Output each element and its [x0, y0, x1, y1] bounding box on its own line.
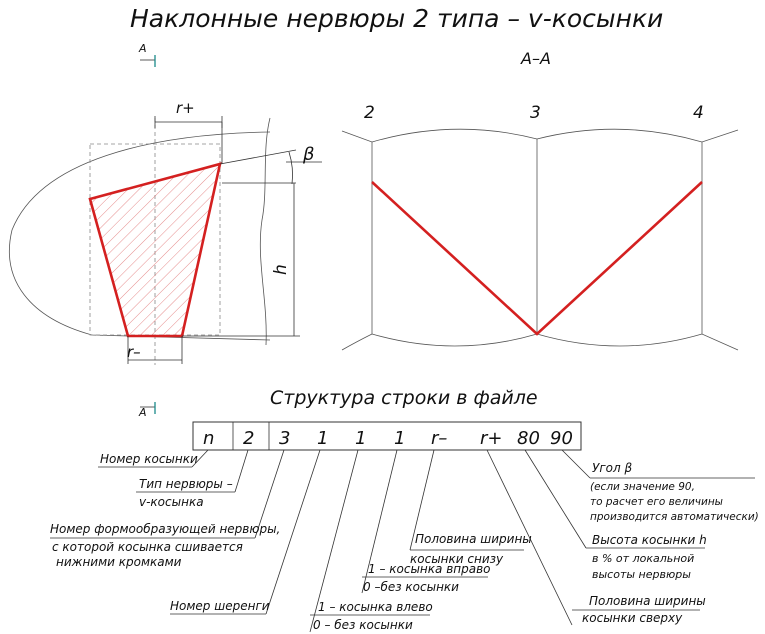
section-view-label: A–A: [520, 49, 551, 68]
rib-number-4: 4: [693, 103, 704, 123]
note-height-1: Высота косынки h: [592, 533, 707, 547]
h-label: h: [271, 264, 291, 275]
left-view: A r+ r–: [9, 42, 322, 365]
field-rib-type: 2: [243, 428, 254, 449]
note-half-top-1: Половина ширины: [589, 594, 706, 608]
dim-beta: β: [219, 144, 322, 185]
field-row-number: 1: [317, 428, 328, 449]
note-left-1: 1 – косынка влево: [318, 600, 433, 614]
note-half-bottom-2: косынки снизу: [410, 552, 504, 566]
section-marker-bottom-label: A: [138, 406, 147, 419]
note-half-top-2: косынки сверху: [582, 611, 683, 625]
section-marker-top: A: [138, 42, 156, 67]
note-form-2: с которой косынка сшивается: [52, 540, 243, 554]
note-half-bottom-1: Половина ширины: [415, 532, 532, 546]
note-right-2: 0 –без косынки: [363, 580, 459, 594]
lower-skin: [341, 333, 739, 351]
field-n: n: [203, 428, 214, 449]
note-right-1: 1 – косынка вправо: [368, 562, 491, 576]
dim-r-plus: r+: [154, 99, 223, 164]
field-form-rib: 3: [279, 428, 290, 449]
note-height-3: высоты нервюры: [592, 568, 691, 581]
structure-title: Структура строки в файле: [270, 387, 538, 409]
note-form-3: нижними кромками: [56, 555, 182, 569]
gusset-shape: [88, 162, 222, 338]
note-angle-3: то расчет его величины: [590, 496, 723, 508]
section-marker-bottom: A: [138, 402, 156, 419]
field-row: n 2 3 1 1 1 r– r+ 80 90: [192, 421, 582, 451]
field-r-minus: r–: [431, 428, 447, 449]
rib-number-3: 3: [530, 103, 541, 123]
section-view: A–A 2 3 4: [341, 49, 739, 351]
rib-number-2: 2: [364, 103, 375, 123]
field-angle: 90: [550, 428, 573, 449]
note-nomer-kosynki: Номер косынки: [100, 452, 198, 466]
field-left: 1: [355, 428, 366, 449]
r-minus-label: r–: [127, 343, 141, 361]
note-left-2: 0 – без косынки: [313, 618, 413, 632]
note-sherengi: Номер шеренги: [170, 599, 270, 613]
break-line: [259, 117, 271, 346]
note-angle-4: производится автоматически): [590, 511, 759, 523]
field-r-plus: r+: [480, 428, 502, 449]
note-angle-1: Угол β: [592, 461, 632, 475]
leader-lines: [50, 449, 755, 633]
note-height-2: в % от локальной: [592, 552, 694, 565]
field-height: 80: [517, 428, 540, 449]
v-gusset: [371, 181, 703, 336]
r-plus-label: r+: [176, 99, 195, 117]
dim-h: h: [182, 183, 300, 337]
beta-label: β: [302, 144, 315, 165]
upper-skin: [341, 128, 739, 143]
note-angle-2: (если значение 90,: [590, 481, 695, 493]
note-tip-2: v-косынка: [139, 495, 204, 509]
field-right: 1: [394, 428, 405, 449]
field-row-box: [192, 421, 582, 451]
diagram-title: Наклонные нервюры 2 типа – v-косынки: [130, 4, 663, 33]
dim-r-minus: r–: [127, 336, 183, 364]
annotations: Номер косынки Тип нервюры – v-косынка Но…: [50, 452, 759, 632]
note-tip-1: Тип нервюры –: [139, 477, 233, 491]
airfoil-outline: [9, 131, 271, 341]
section-marker-label: A: [138, 42, 147, 55]
note-form-1: Номер формообразующей нервюры,: [50, 522, 280, 536]
